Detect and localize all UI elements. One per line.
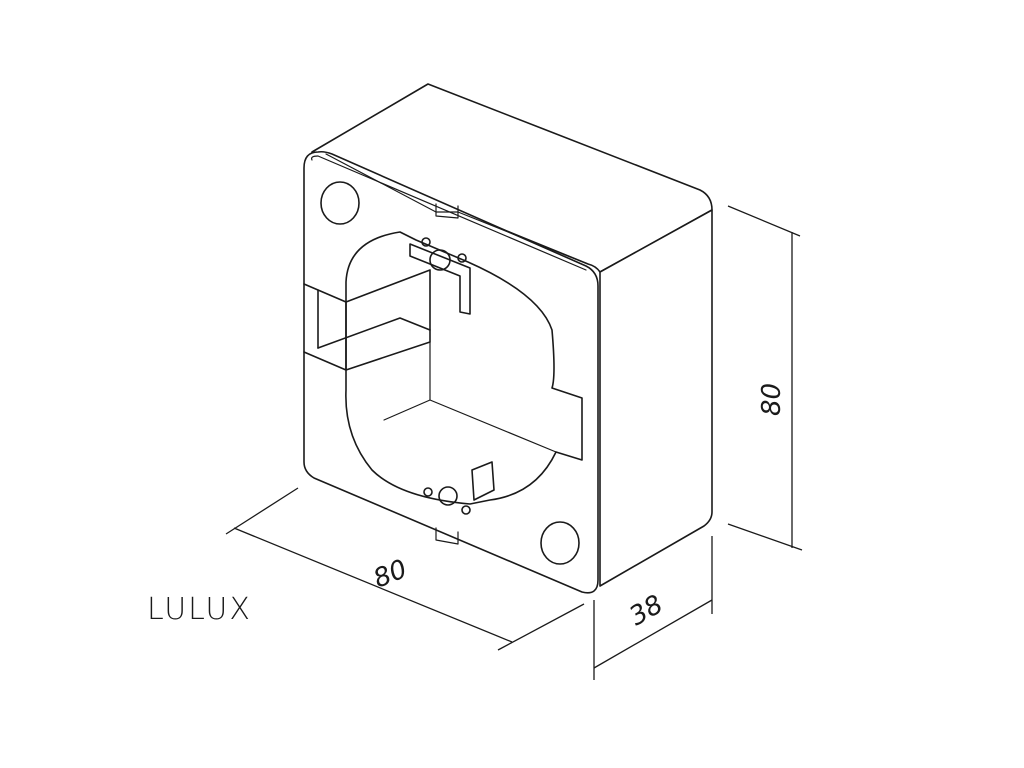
dimension-height: 80 <box>727 205 803 551</box>
housing-outline <box>303 83 713 594</box>
brand-logo-text: LULUX <box>147 592 252 627</box>
screw-holes <box>320 181 580 565</box>
height-label: 80 <box>757 383 787 416</box>
depth-label: 38 <box>625 590 669 633</box>
width-label: 80 <box>369 554 411 594</box>
inner-cavity <box>303 231 583 515</box>
